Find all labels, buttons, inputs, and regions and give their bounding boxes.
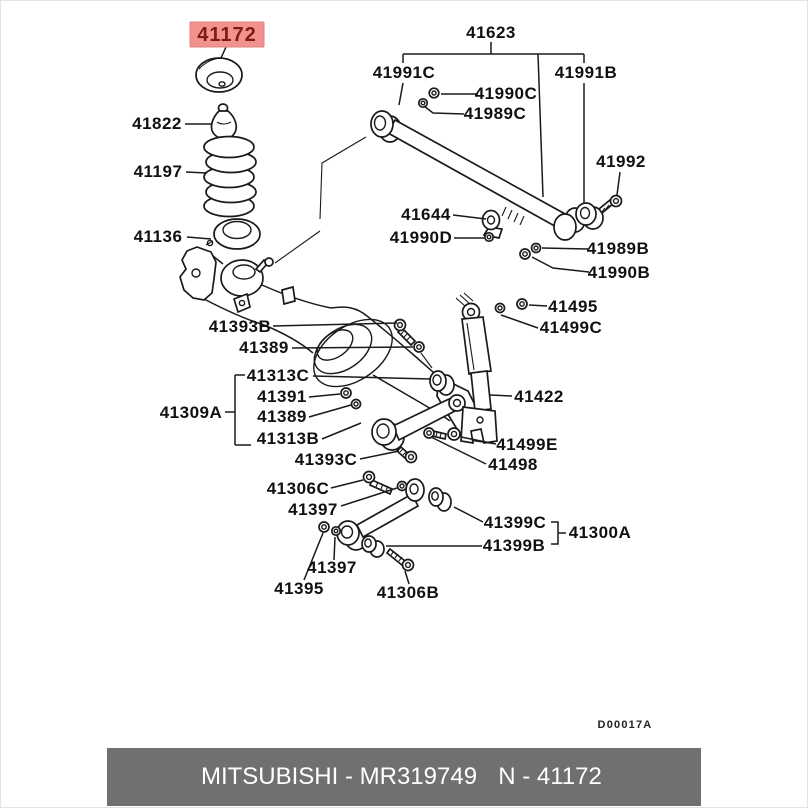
lateral-rod-clamp-drawing	[481, 209, 504, 239]
part-label-41990B: 41990B	[588, 263, 651, 282]
nut-41990D	[483, 231, 495, 243]
part-label-41197: 41197	[134, 162, 183, 181]
projection-lines	[274, 136, 433, 369]
nut-41389-upper	[413, 341, 425, 353]
bolt-41393B	[393, 318, 417, 347]
part-label-41300A: 41300A	[569, 523, 632, 542]
footer-bar: MITSUBISHI - MR319749 N - 41172	[107, 748, 701, 806]
part-label-41989C: 41989C	[464, 104, 527, 123]
bolt-41393C	[395, 445, 418, 464]
coil-spring-drawing	[203, 135, 257, 218]
part-label-41393B: 41393B	[209, 317, 272, 336]
suspension-grommet-drawing	[195, 57, 243, 93]
diagram-code: D00017A	[598, 719, 653, 731]
part-label-41990D: 41990D	[390, 228, 453, 247]
washer-41397-upper	[396, 480, 408, 492]
nut-41391	[340, 387, 352, 399]
part-label-41991B: 41991B	[555, 63, 618, 82]
lateral-rod-drawing	[370, 110, 604, 241]
part-labels: 41623 41991C 41991B 41990C 41989C 41992 …	[132, 23, 650, 602]
part-label-41499E: 41499E	[496, 435, 558, 454]
part-label-41397-upper: 41397	[288, 500, 338, 519]
washer-41989B	[530, 242, 542, 254]
leader-lines	[185, 42, 621, 585]
nut-41990C	[428, 87, 440, 99]
highlighted-part-label-41172[interactable]: 41172	[189, 21, 265, 48]
part-label-41397-lower: 41397	[307, 558, 357, 577]
part-label-41389-upper: 41389	[239, 338, 289, 357]
part-label-41644: 41644	[401, 205, 451, 224]
part-label-41498: 41498	[488, 455, 538, 474]
bolt-41306C	[362, 470, 394, 496]
part-label-41306B: 41306B	[377, 583, 440, 602]
bolt-41306B	[385, 547, 415, 572]
highlight-box[interactable]	[189, 21, 265, 48]
nut-41495	[516, 298, 528, 310]
footer-brand-part-number: MITSUBISHI - MR319749	[200, 763, 478, 790]
part-label-41989B: 41989B	[587, 239, 650, 258]
part-label-41309A: 41309A	[160, 403, 223, 422]
part-label-41313B: 41313B	[257, 429, 320, 448]
footer-n-number: N - 41172	[498, 763, 602, 790]
part-label-41313C: 41313C	[247, 366, 310, 385]
washer-41499E	[447, 427, 461, 441]
part-label-41306C: 41306C	[267, 479, 330, 498]
washer-41989C	[417, 97, 429, 109]
part-label-41136: 41136	[134, 227, 183, 246]
part-label-41991C: 41991C	[373, 63, 436, 82]
part-label-41399C: 41399C	[484, 513, 547, 532]
part-label-41393C: 41393C	[295, 450, 358, 469]
upper-trailing-arm-drawing	[371, 370, 466, 451]
part-label-41499C: 41499C	[540, 318, 603, 337]
part-label-41495: 41495	[548, 297, 598, 316]
bolt-axle-mount	[254, 257, 274, 274]
bolt-41992	[597, 194, 623, 215]
part-label-41990C: 41990C	[475, 84, 538, 103]
part-label-41172[interactable]: 41172	[197, 24, 257, 46]
washer-41397-lower	[330, 525, 342, 537]
part-label-41399B: 41399B	[483, 536, 546, 555]
washer-41499C	[494, 302, 506, 314]
washer-41389-lower	[350, 398, 362, 410]
nut-41990B	[519, 248, 531, 260]
bump-stop-drawing	[210, 103, 238, 140]
spring-seat-drawing	[205, 218, 261, 250]
nut-41395	[318, 521, 330, 533]
part-label-41822: 41822	[132, 114, 182, 133]
bolt-41498	[423, 427, 447, 441]
part-label-41623: 41623	[466, 23, 516, 42]
lower-trailing-arm-drawing	[336, 478, 452, 558]
part-label-41391: 41391	[257, 387, 307, 406]
part-label-41389-lower: 41389	[257, 407, 307, 426]
part-label-41395: 41395	[274, 579, 324, 598]
shock-absorber-drawing	[455, 292, 498, 445]
part-label-41422: 41422	[514, 387, 564, 406]
part-label-41992: 41992	[596, 152, 646, 171]
